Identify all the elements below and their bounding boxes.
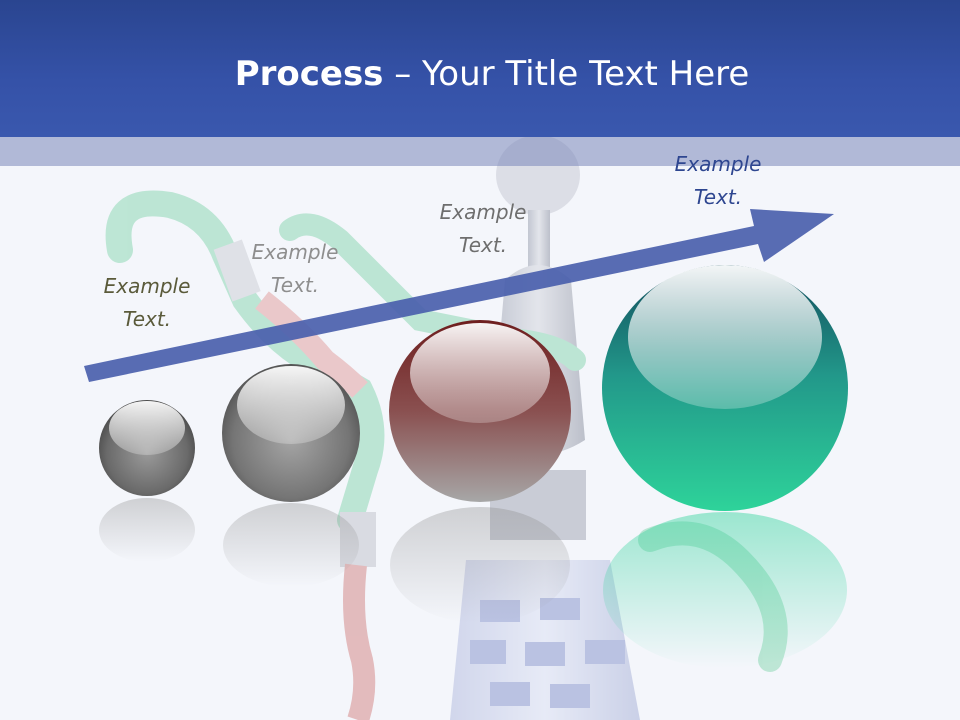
sphere-2 (222, 364, 360, 502)
sphere-1 (99, 400, 195, 496)
sphere-2-reflection (223, 503, 359, 587)
sphere-3 (389, 320, 571, 502)
sphere-4-reflection (603, 512, 847, 668)
title-underline-band (0, 137, 960, 166)
slide-title: Process – Your Title Text Here (0, 52, 960, 96)
sphere-1-reflection (99, 498, 195, 562)
sphere-4 (602, 265, 848, 511)
sphere-3-reflection (390, 507, 570, 623)
title-bar (0, 0, 960, 137)
step-2-label: Example Text. (251, 240, 339, 297)
title-rest: – Your Title Text Here (383, 54, 750, 94)
title-bold: Process (234, 54, 384, 94)
step-3-label: Example Text. (439, 200, 527, 257)
growth-arrow (84, 209, 834, 382)
step-1-label: Example Text. (103, 274, 191, 331)
step-4-label: Example Text. (674, 152, 762, 209)
